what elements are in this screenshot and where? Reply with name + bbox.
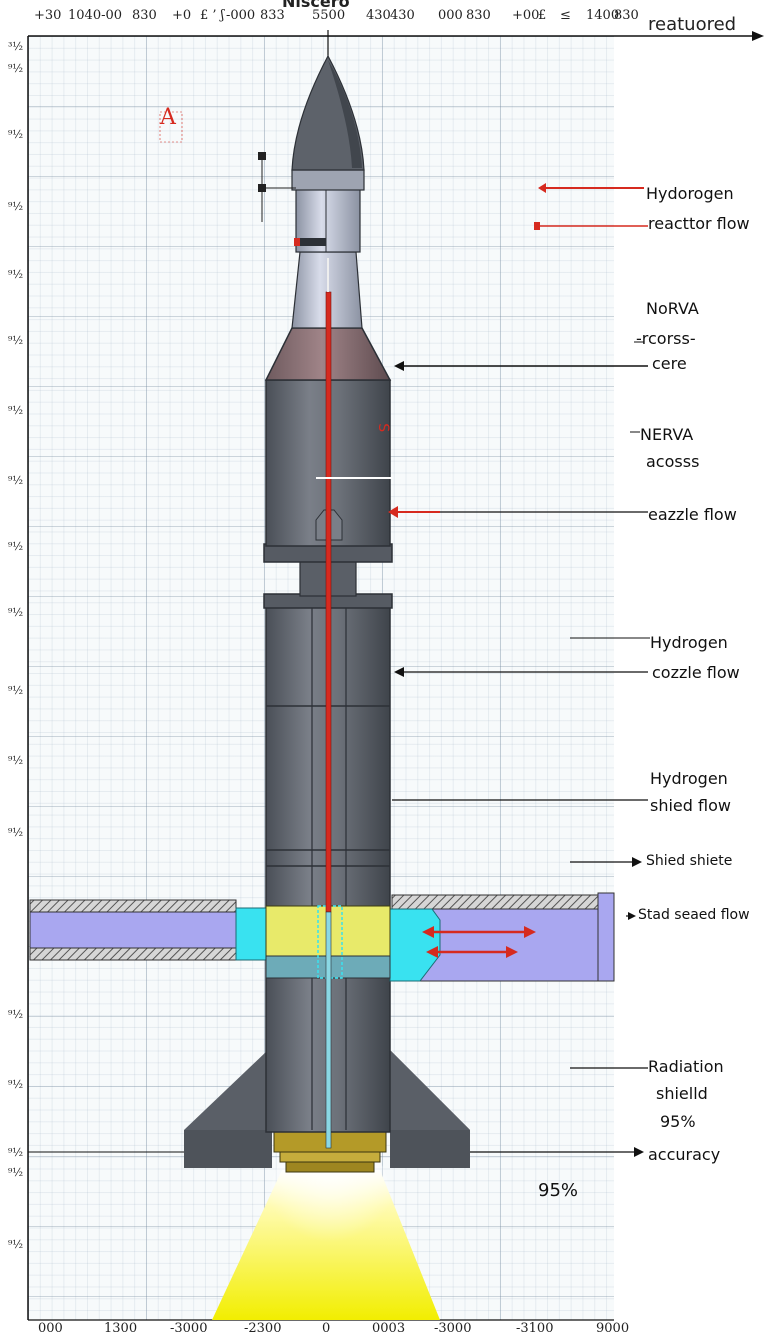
right-pipe-cap [597, 892, 615, 982]
bottom-tick-label: 0003 [372, 1321, 406, 1336]
left-pipe-hatch-top [29, 899, 237, 913]
left-pipe [29, 911, 237, 949]
label-big-percent: 95% [538, 1180, 579, 1201]
left-tick-label: ⁹½ [8, 754, 24, 767]
top-tick-label: 1400 [586, 8, 620, 23]
corner-label: reatuored [648, 14, 737, 35]
bottom-tick-label: 0 [322, 1321, 331, 1336]
label-nerva-1: NERVA [640, 425, 694, 444]
left-fin [184, 1050, 272, 1168]
left-tick-label: ⁹½ [8, 200, 24, 213]
top-tick-label: 833 [260, 8, 285, 23]
top-tick-label: 000 [438, 8, 463, 23]
left-tick-label: ³½ [8, 40, 24, 53]
left-tick-label: ⁹½ [8, 606, 24, 619]
top-tick-label: 830 [132, 8, 157, 23]
label-accuracy: accuracy [648, 1145, 721, 1164]
label-radiation-2: shielld [656, 1084, 708, 1103]
left-tick-label: ⁹½ [8, 62, 24, 75]
label-nerva-2: acosss [646, 452, 700, 471]
central-red-rod [325, 291, 332, 913]
right-cyan-block [389, 908, 441, 982]
left-tick-label: ⁹½ [8, 1146, 24, 1159]
top-tick-label: -000 [226, 8, 256, 23]
label-stad-seaed-flow: Stad seaed flow [638, 907, 750, 923]
bottom-tick-label: -3100 [516, 1321, 554, 1336]
label-hydrogen-shied-1: Hydrogen [650, 769, 728, 788]
nose-cone [291, 54, 365, 171]
right-pipe-hatch-top [391, 894, 599, 910]
label-norva-2: -rcorss- [636, 329, 696, 348]
bottom-tick-label: 1300 [104, 1321, 138, 1336]
left-tick-label: ⁹½ [8, 268, 24, 281]
top-tick-label: 1040-00 [68, 8, 123, 23]
left-tick-label: ⁹½ [8, 1166, 24, 1179]
top-tick-label: £ ’ ʃ [200, 8, 225, 23]
left-tick-label: ⁹½ [8, 474, 24, 487]
left-tick-label: ⁹½ [8, 826, 24, 839]
left-tick-label: ⁹½ [8, 1078, 24, 1091]
label-shied-shiete: Shied shiete [646, 853, 733, 869]
left-tick-label: ⁹½ [8, 128, 24, 141]
label-hydrogen-cozzle-2: cozzle flow [652, 663, 740, 682]
flow-arrow-1-head-left-icon [422, 926, 434, 938]
right-fin-slope [390, 1050, 470, 1130]
left-tick-label: ⁹½ [8, 1008, 24, 1021]
nose-band [291, 169, 365, 191]
top-tick-label: +00 [512, 8, 540, 23]
nozzle-throat-2 [285, 1161, 375, 1173]
label-hydrogen-shied-2: shied flow [650, 796, 731, 815]
bottom-tick-label: -2300 [244, 1321, 282, 1336]
top-tick-label: +30 [34, 8, 62, 23]
flow-arrow-2-head-left-icon [426, 946, 438, 958]
label-hydrogen-reactor-1: Hydorogen [646, 184, 734, 203]
top-tick-label: 830 [614, 8, 639, 23]
left-tick-label: ⁹½ [8, 684, 24, 697]
left-tick-label: ⁹½ [8, 334, 24, 347]
top-axis-arrow-icon [752, 31, 764, 41]
top-tick-label: +0 [172, 8, 192, 23]
label-eazzle-flow: eazzle flow [648, 505, 737, 524]
top-tick-label: £ [538, 8, 547, 23]
label-norva-1: NoRVA [646, 299, 699, 318]
label-hydrogen-cozzle-1: Hydrogen [650, 633, 728, 652]
left-tick-label: ⁹½ [8, 1238, 24, 1251]
bottom-tick-label: -3000 [170, 1321, 208, 1336]
bottom-tick-label: 000 [38, 1321, 63, 1336]
flow-arrow-2-head-right-icon [506, 946, 518, 958]
top-tick-label: ≤ [560, 8, 571, 23]
central-cyan-rod [325, 911, 332, 1149]
nozzle-throat-1 [279, 1151, 381, 1163]
flow-arrow-1-head-right-icon [524, 926, 536, 938]
label-radiation-3: 95% [660, 1112, 696, 1131]
red-marker-label: A [160, 105, 176, 130]
left-cyan-block [235, 907, 269, 961]
left-tick-label: ⁹½ [8, 540, 24, 553]
label-hydrogen-reactor-2: reacttor flow [648, 214, 750, 233]
top-tick-label: 830 [466, 8, 491, 23]
bottom-tick-label: 9000 [596, 1321, 630, 1336]
top-tick-label: 430 [366, 8, 391, 23]
bottom-tick-label: -3000 [434, 1321, 472, 1336]
left-pipe-hatch-bottom [29, 947, 237, 961]
red-small-label: S [375, 423, 392, 433]
right-pipe [419, 908, 601, 982]
diagram-title: Nlscero [282, 0, 350, 11]
top-tick-label: 430 [390, 8, 415, 23]
left-fin-slope [184, 1050, 268, 1130]
label-norva-3: cere [652, 354, 687, 373]
label-radiation-1: Radiation [648, 1057, 724, 1076]
left-tick-label: ⁹½ [8, 404, 24, 417]
top-tick-label: 5500 [312, 8, 346, 23]
